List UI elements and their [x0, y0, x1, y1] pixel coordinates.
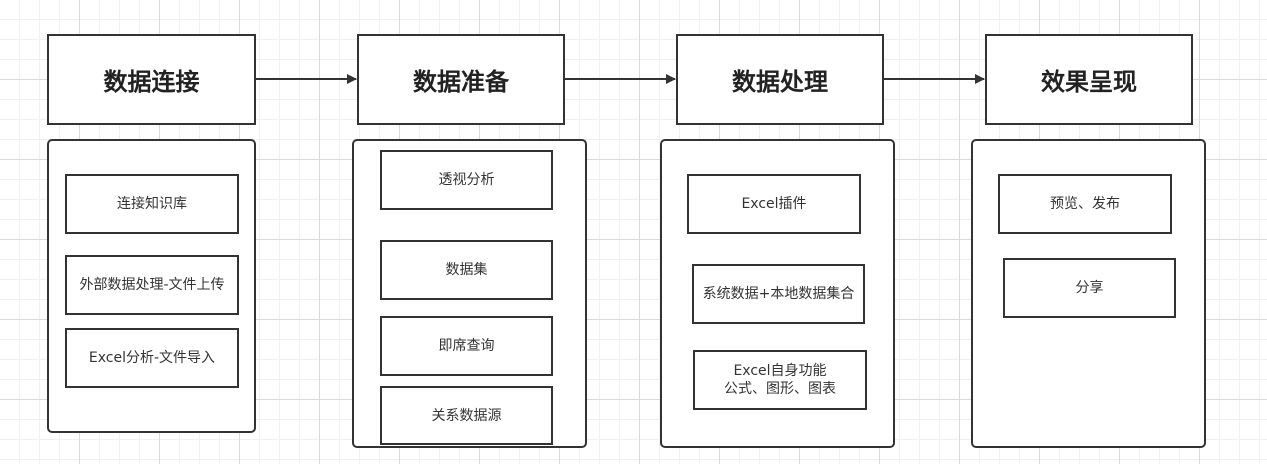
stage-group-data-processing: Excel插件 系统数据+本地数据集合 Excel自身功能 公式、图形、图表 — [660, 139, 895, 448]
item-relational-data-source: 关系数据源 — [380, 386, 553, 445]
stage-title-data-connection: 数据连接 — [47, 34, 256, 125]
item-system-local-data-merge: 系统数据+本地数据集合 — [692, 264, 865, 324]
stage-group-result-presentation: 预览、发布 分享 — [971, 139, 1206, 448]
item-pivot-analysis: 透视分析 — [380, 150, 553, 210]
item-dataset: 数据集 — [380, 240, 553, 300]
item-adhoc-query: 即席查询 — [380, 316, 553, 376]
stage-group-data-preparation: 透视分析 数据集 即席查询 关系数据源 — [352, 139, 587, 448]
item-share: 分享 — [1003, 258, 1176, 318]
item-connect-knowledge-base: 连接知识库 — [65, 174, 239, 234]
stage-title-data-processing: 数据处理 — [676, 34, 884, 125]
item-excel-native-features: Excel自身功能 公式、图形、图表 — [693, 350, 867, 410]
item-excel-analysis-import: Excel分析-文件导入 — [65, 328, 239, 388]
stage-title-result-presentation: 效果呈现 — [985, 34, 1193, 125]
item-external-data-upload: 外部数据处理-文件上传 — [65, 255, 239, 315]
stage-group-data-connection: 连接知识库 外部数据处理-文件上传 Excel分析-文件导入 — [47, 139, 256, 433]
item-preview-publish: 预览、发布 — [998, 174, 1172, 234]
stage-title-data-preparation: 数据准备 — [357, 34, 565, 125]
item-excel-plugin: Excel插件 — [687, 174, 861, 234]
